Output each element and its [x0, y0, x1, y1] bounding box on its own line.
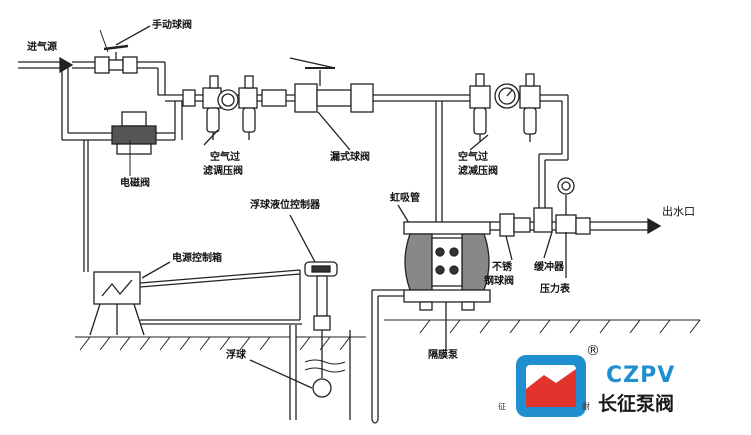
diaphragm-pump — [403, 221, 491, 350]
label-manual-ball-valve: 手动球阀 — [152, 20, 192, 31]
brand-name-cn: 长征泵阀 — [598, 393, 675, 415]
label-air-filter-regulator-1-line1: 空气过 — [210, 152, 240, 163]
air-filter-regulator-2 — [440, 73, 569, 212]
solenoid-valve — [111, 101, 183, 155]
brand-logo: ® 征 耐 CZPV 长征泵阀 — [498, 343, 748, 435]
label-pressure-gauge: 压力表 — [540, 284, 570, 295]
label-leak-ball-valve: 漏式球阀 — [330, 152, 370, 163]
water-tank — [289, 325, 351, 420]
label-air-filter-regulator-2-line1: 空气过 — [458, 152, 488, 163]
suction-line — [371, 289, 404, 424]
control-wiring — [83, 140, 302, 325]
label-stainless-ball-valve-line2: 钢球阀 — [484, 276, 514, 287]
discharge-line — [490, 177, 662, 278]
brand-name-en: CZPV — [606, 363, 676, 388]
label-float-ball: 浮球 — [226, 350, 246, 361]
manual-ball-valve — [94, 25, 158, 74]
registered-mark: ® — [586, 343, 600, 359]
air-source-inlet — [18, 56, 95, 74]
leader-lines — [99, 29, 447, 344]
label-buffer: 缓冲器 — [534, 262, 564, 273]
logo-char-right: 耐 — [582, 402, 590, 411]
power-control-box — [89, 261, 171, 336]
label-diaphragm-pump: 隔膜泵 — [428, 350, 458, 361]
siphon-pipe — [397, 101, 443, 232]
label-water-outlet: 出水口 — [662, 205, 695, 218]
float-level-controller — [249, 214, 338, 398]
label-air-filter-regulator-2-line2: 滤减压阀 — [458, 166, 498, 177]
label-float-level-controller: 浮球液位控制器 — [250, 200, 320, 211]
brand-mark-icon — [516, 355, 586, 417]
logo-char-left: 征 — [498, 402, 506, 411]
leak-ball-valve — [289, 57, 374, 151]
ground-line — [75, 319, 701, 351]
label-stainless-ball-valve-line1: 不锈 — [492, 262, 512, 273]
label-air-source: 进气源 — [27, 42, 57, 53]
label-solenoid-valve: 电磁阀 — [120, 178, 150, 189]
label-siphon-pipe: 虹吸管 — [390, 193, 420, 204]
label-air-filter-regulator-1-line2: 滤调压阀 — [203, 166, 243, 177]
bypass-pipe — [61, 61, 166, 141]
label-power-control-box: 电源控制箱 — [172, 253, 222, 264]
air-filter-regulator-1 — [202, 75, 287, 146]
